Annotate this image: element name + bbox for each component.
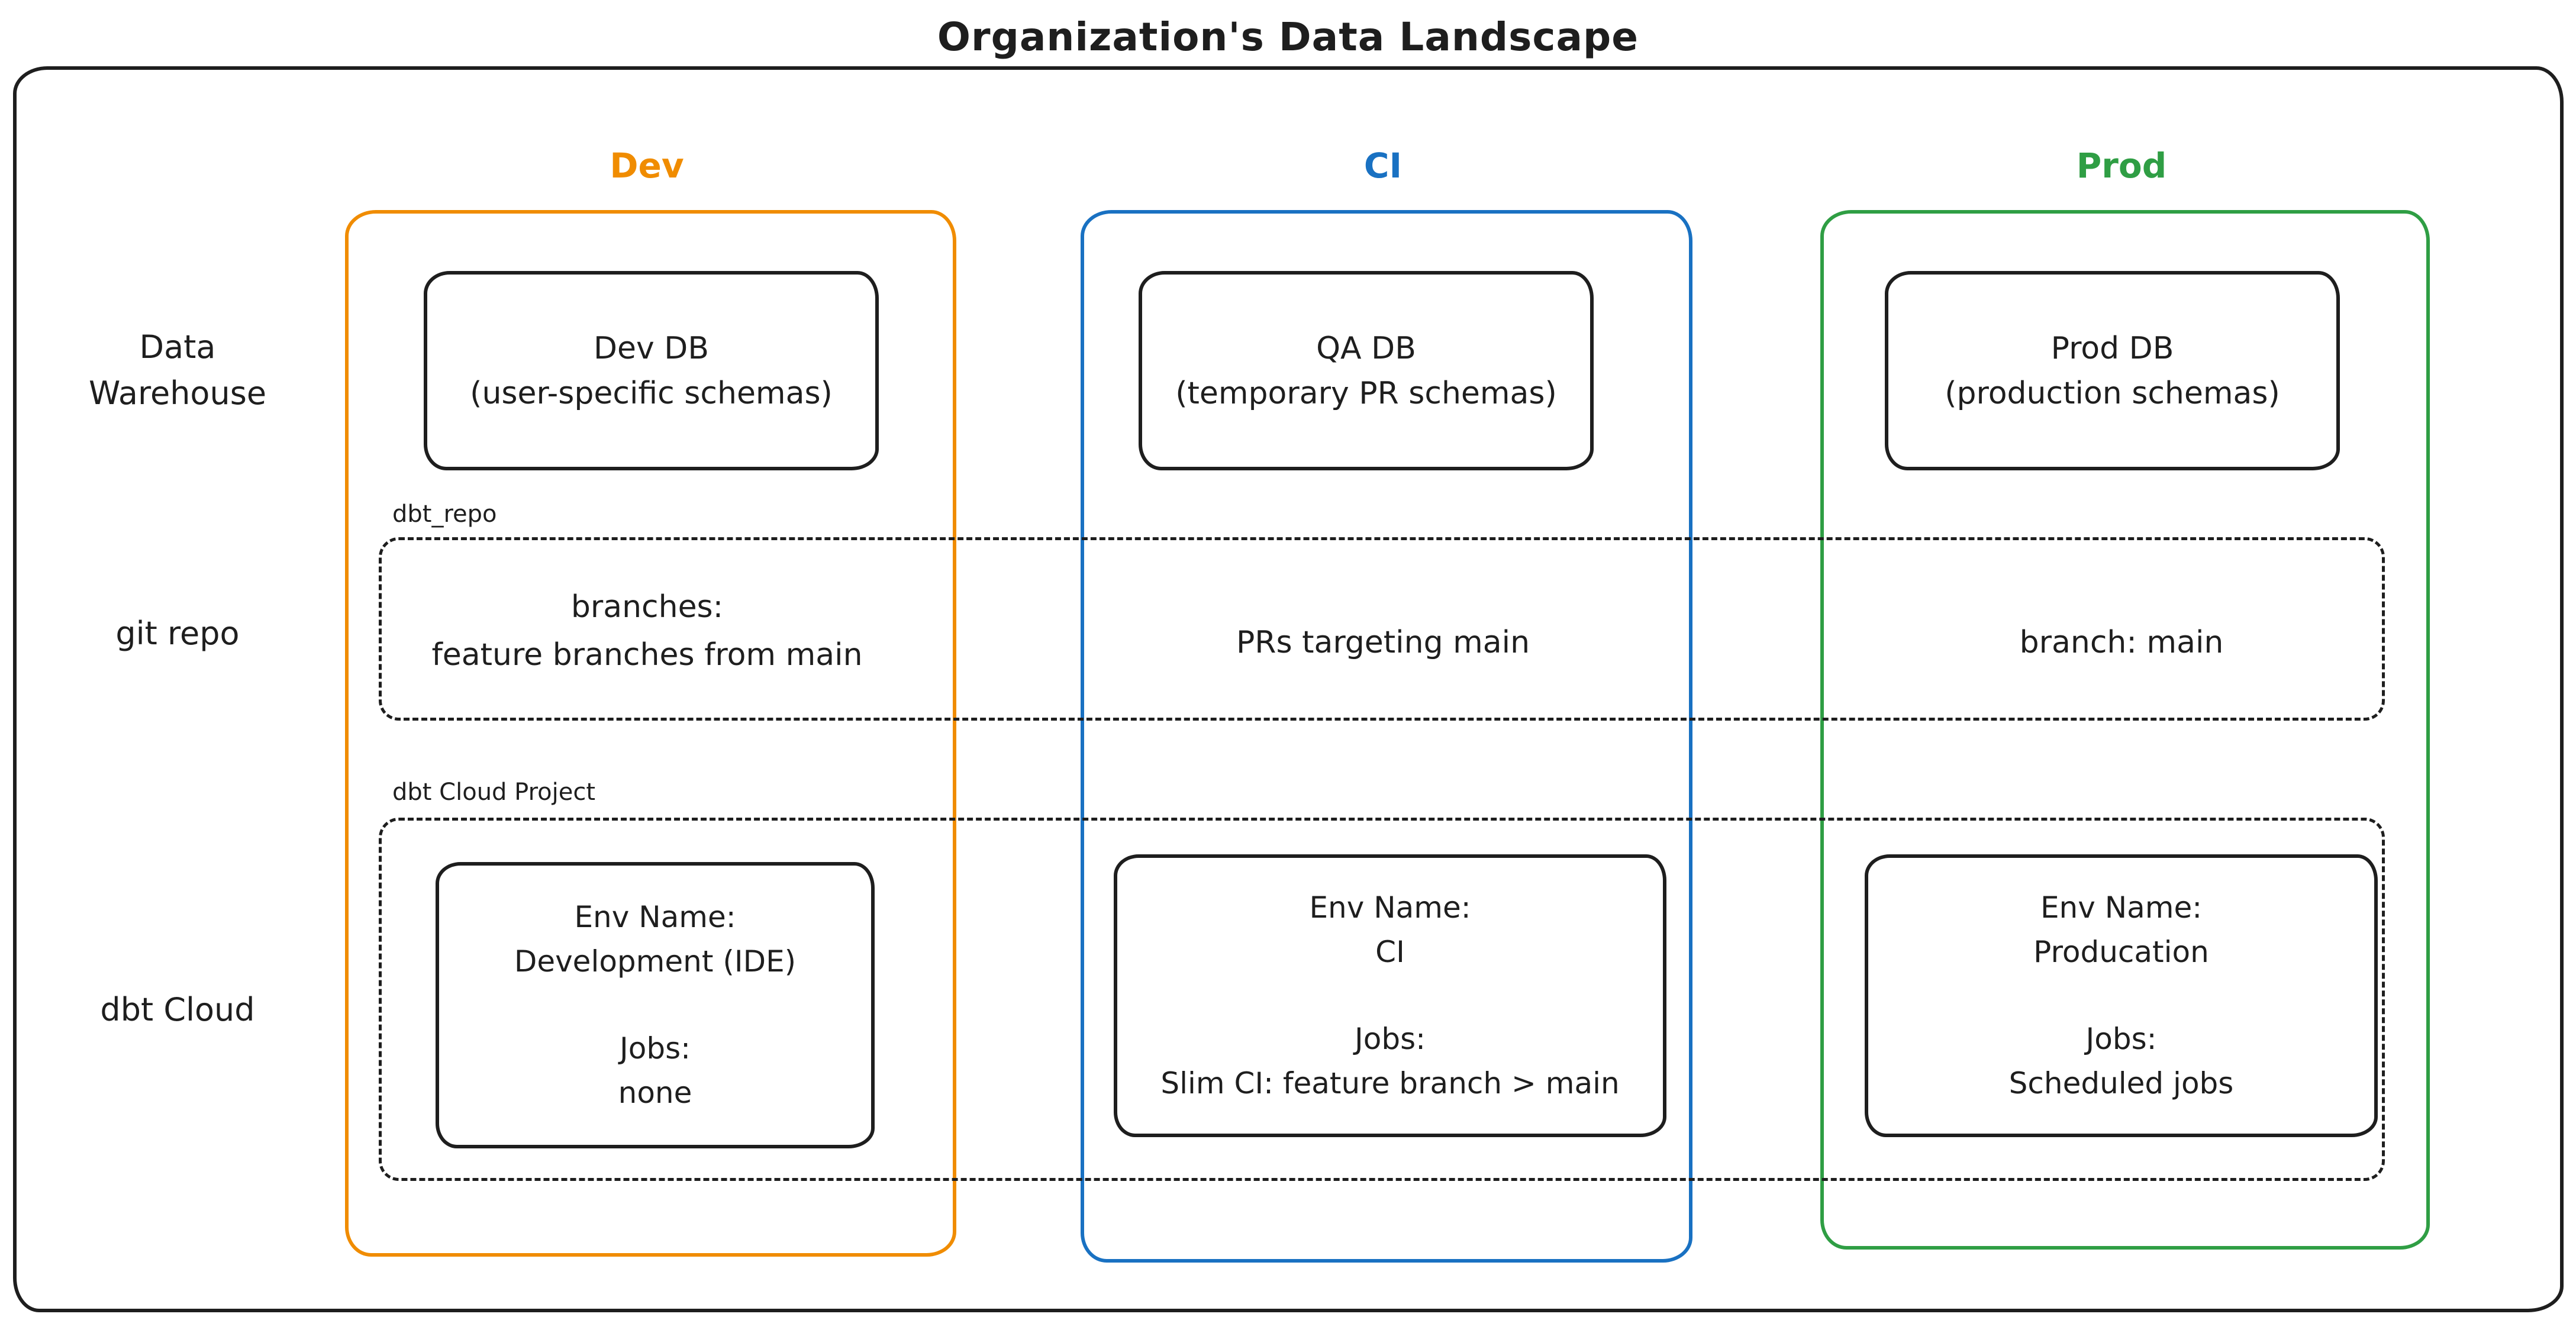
ci-env-name: CI [1375, 935, 1405, 969]
diagram-title: Organization's Data Landscape [937, 14, 1639, 60]
dbt-cloud-project-label: dbt Cloud Project [392, 779, 596, 806]
dev-env-label: Env Name: [574, 900, 736, 934]
prod-env-box: Env Name: Producation Jobs: Scheduled jo… [1865, 854, 2378, 1137]
dev-db-title: Dev DB [593, 330, 710, 366]
dev-jobs-value: none [618, 1076, 692, 1110]
dbt-repo-label: dbt_repo [392, 501, 497, 528]
ci-column-frame [1081, 210, 1692, 1263]
row-label-git-repo: git repo [115, 615, 240, 652]
prod-jobs-label: Jobs: [2085, 1022, 2157, 1056]
qa-db-subtitle: (temporary PR schemas) [1175, 375, 1557, 411]
dev-db-box: Dev DB (user-specific schemas) [424, 271, 879, 470]
qa-db-title: QA DB [1316, 330, 1416, 366]
dev-git-text: branches: feature branches from main [431, 589, 863, 673]
dev-jobs-label: Jobs: [620, 1031, 691, 1066]
dbt-repo-dashed-box [379, 537, 2385, 721]
ci-jobs-label: Jobs: [1355, 1022, 1426, 1056]
dev-column-frame [345, 210, 956, 1257]
dbt-cloud-project-dashed-box [379, 818, 2385, 1181]
prod-jobs-value: Scheduled jobs [2008, 1066, 2234, 1100]
row-label-data-warehouse: Data Warehouse [88, 328, 267, 412]
prod-column-frame [1820, 210, 2430, 1250]
prod-column-header: Prod [2076, 146, 2167, 186]
prod-env-label: Env Name: [2040, 890, 2203, 925]
dev-env-name: Development (IDE) [514, 944, 797, 979]
prod-db-title: Prod DB [2051, 330, 2174, 366]
dev-env-box: Env Name: Development (IDE) Jobs: none [436, 862, 875, 1148]
row-label-dbt-cloud: dbt Cloud [100, 991, 255, 1028]
ci-jobs-value: Slim CI: feature branch > main [1160, 1066, 1620, 1100]
qa-db-box: QA DB (temporary PR schemas) [1139, 271, 1594, 470]
dev-column-header: Dev [610, 146, 684, 186]
ci-column-header: CI [1363, 146, 1403, 186]
prod-git-text: branch: main [2019, 625, 2224, 660]
landscape-outer-frame [13, 66, 2564, 1312]
ci-env-box: Env Name: CI Jobs: Slim CI: feature bran… [1114, 854, 1666, 1137]
prod-db-subtitle: (production schemas) [1945, 375, 2280, 411]
prod-db-box: Prod DB (production schemas) [1885, 271, 2340, 470]
ci-env-label: Env Name: [1309, 890, 1471, 925]
prod-env-name: Producation [2033, 935, 2209, 969]
dev-db-subtitle: (user-specific schemas) [470, 375, 833, 411]
ci-git-text: PRs targeting main [1236, 625, 1530, 660]
